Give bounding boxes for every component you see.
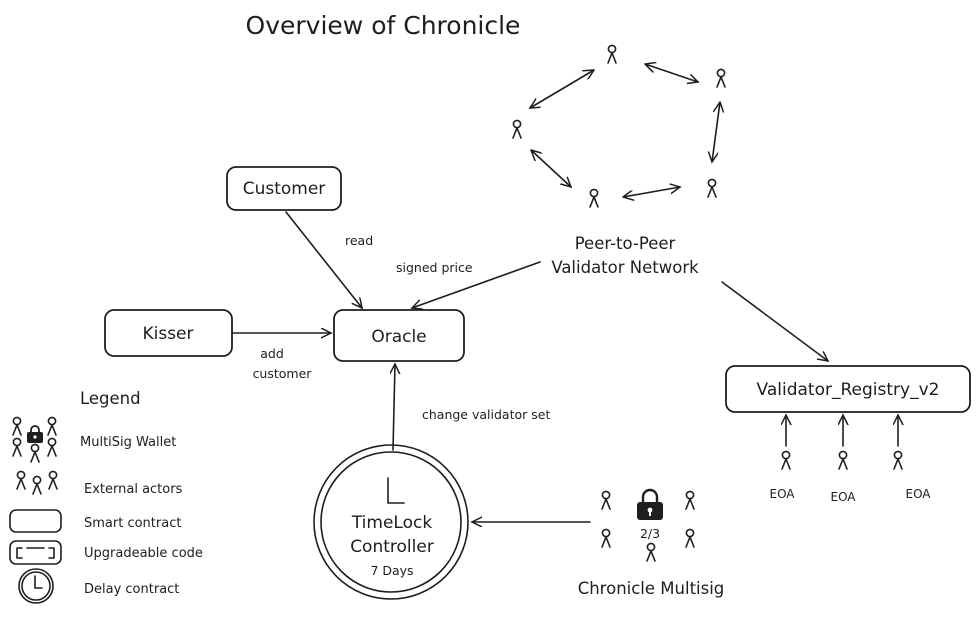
signed-price-arrow: [412, 261, 541, 308]
p2p-link: [531, 150, 571, 187]
oracle-node: [333, 309, 465, 362]
signer-actor-icon: [601, 528, 611, 548]
legend-label: MultiSig Wallet: [80, 435, 176, 450]
lock-icon: [637, 488, 663, 520]
multisig-threshold-label: 2/3: [640, 526, 660, 541]
signer-actor-icon: [601, 490, 611, 510]
legend-label: Upgradeable code: [84, 546, 203, 561]
validator-registry-label: Validator_Registry_v2: [757, 380, 940, 400]
validator-actor-icon: [707, 178, 717, 198]
multisig-label: Chronicle Multisig: [578, 579, 725, 598]
validator-registry-node: [725, 365, 971, 413]
kisser-node: [104, 309, 233, 357]
external-actors-icon: [16, 470, 58, 495]
validator-actor-icon: [716, 68, 726, 88]
legend-label: Smart contract: [84, 516, 181, 531]
chronicle-multisig-node: [601, 488, 695, 562]
timelock-label-line1: TimeLock: [351, 513, 433, 533]
timelock-delay-label: 7 Days: [370, 563, 413, 578]
eoa-label: EOA: [905, 487, 931, 501]
kisser-label: Kisser: [142, 324, 193, 344]
delay-contract-icon: [18, 568, 54, 604]
signer-actor-icon: [685, 490, 695, 510]
legend-title: Legend: [80, 389, 141, 408]
eoa-label: EOA: [769, 487, 795, 501]
change-validator-set-label: change validator set: [422, 407, 550, 422]
read-arrow: [285, 211, 362, 308]
p2p-label-line2: Validator Network: [551, 258, 699, 277]
timelock-controller-node: [313, 444, 469, 600]
clock-hands-icon: [387, 477, 405, 504]
validator-actor-icon: [589, 188, 599, 208]
p2p-to-registry-arrow: [721, 281, 828, 361]
smart-contract-icon: [9, 509, 62, 533]
eoa-actor-icon: [781, 450, 791, 470]
signer-actor-icon: [685, 528, 695, 548]
read-label: read: [345, 233, 373, 248]
customer-label: Customer: [243, 179, 326, 199]
legend-label: External actors: [84, 482, 183, 497]
p2p-links: [530, 64, 720, 197]
eoa-actor-icon: [893, 450, 903, 470]
customer-node: [226, 166, 342, 211]
oracle-label: Oracle: [371, 327, 426, 347]
eoa-group: EOA EOA EOA: [769, 415, 931, 504]
clock-inner-ring: [320, 451, 462, 593]
p2p-link: [645, 64, 698, 82]
add-customer-label-line1: add: [260, 346, 284, 361]
p2p-link: [623, 187, 680, 197]
diagram-title: Overview of Chronicle: [246, 11, 521, 40]
signed-price-label: signed price: [396, 260, 473, 275]
p2p-link: [712, 102, 720, 162]
signer-actor-icon: [646, 542, 656, 562]
p2p-validator-actors: [512, 44, 726, 208]
legend: Legend MultiSig Wallet External actors S…: [9, 389, 203, 604]
timelock-label-line2: Controller: [350, 537, 434, 557]
timelock-to-oracle-arrow: [393, 364, 395, 451]
p2p-link: [530, 70, 594, 108]
legend-label: Delay contract: [84, 582, 179, 597]
validator-actor-icon: [512, 119, 522, 139]
multisig-wallet-icon: [12, 416, 57, 463]
add-customer-label-line2: customer: [253, 366, 313, 381]
clock-outer-ring: [313, 444, 469, 600]
eoa-label: EOA: [830, 490, 856, 504]
upgradeable-code-icon: [9, 540, 62, 565]
eoa-actor-icon: [838, 450, 848, 470]
p2p-label-line1: Peer-to-Peer: [575, 234, 676, 253]
validator-actor-icon: [607, 44, 617, 64]
